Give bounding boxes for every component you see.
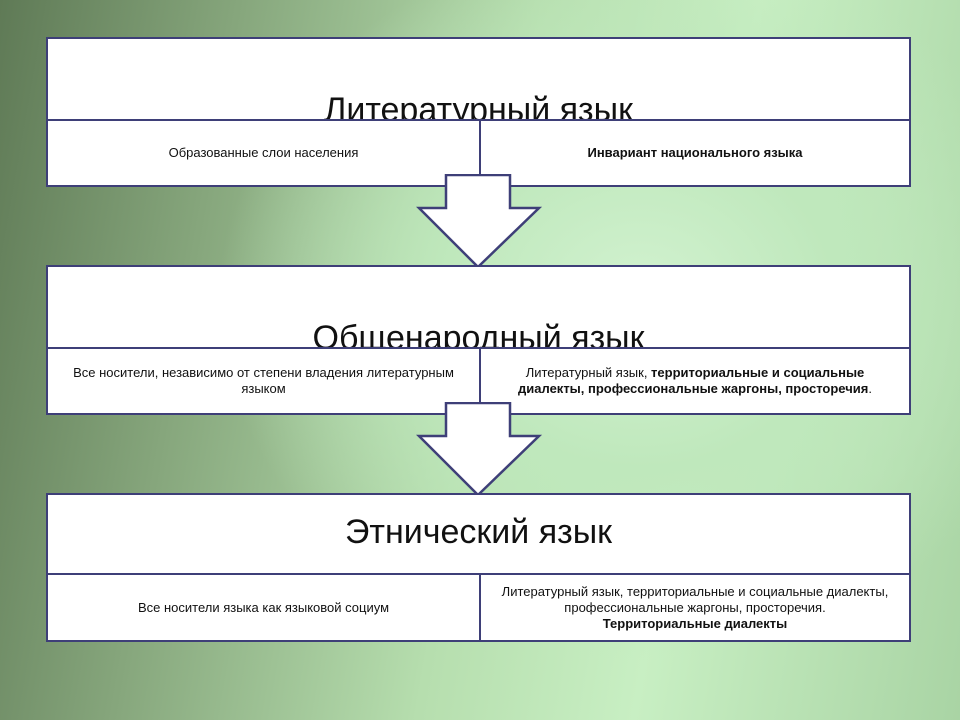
level-literary-row: Образованные слои населения Инвариант на… [46, 119, 911, 187]
level-common-right-tail: . [868, 381, 872, 396]
level-common-right-bold: территориальные и социальные диалекты, п… [518, 365, 869, 396]
level-ethnic-right-bold: Территориальные диалекты [602, 615, 788, 631]
down-arrow-2 [416, 402, 543, 497]
level-ethnic-left-cell: Все носители языка как языковой социум [46, 575, 481, 642]
level-ethnic-right-cell: Литературный язык, территориальные и соц… [481, 575, 911, 642]
level-ethnic-row: Все носители языка как языковой социум Л… [46, 573, 911, 642]
level-literary-box: Литературный язык Образованные слои насе… [46, 37, 911, 187]
level-ethnic-box: Этнический язык Все носители языка как я… [46, 493, 911, 642]
down-arrow-1 [416, 174, 543, 269]
level-common-left-cell: Все носители, независимо от степени влад… [46, 349, 481, 415]
level-common-box: Общенародный язык Все носители, независи… [46, 265, 911, 415]
level-common-right-plain: Литературный язык, [525, 365, 652, 380]
level-common-right-cell: Литературный язык, территориальные и соц… [481, 349, 911, 415]
level-literary-right-cell: Инвариант национального языка [481, 121, 911, 187]
level-ethnic-title: Этнический язык [344, 513, 613, 551]
level-ethnic-right-plain: Литературный язык, территориальные и соц… [501, 583, 889, 615]
level-literary-right-bold: Инвариант национального языка [587, 145, 803, 160]
level-literary-left-cell: Образованные слои населения [46, 121, 481, 187]
